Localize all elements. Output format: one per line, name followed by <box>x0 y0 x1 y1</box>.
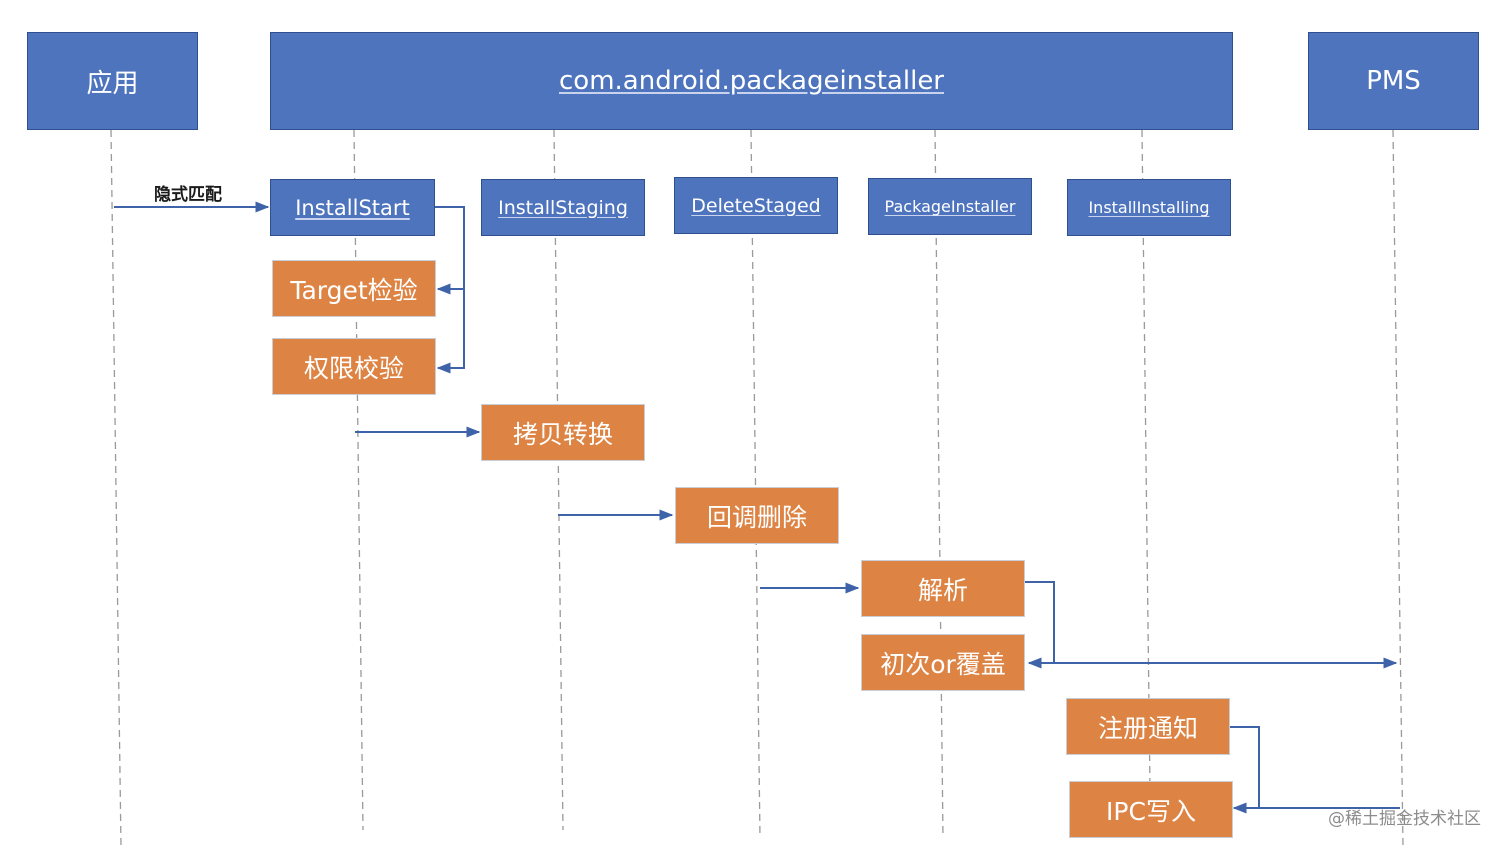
actor-pms-label: PMS <box>1366 66 1421 96</box>
component-install-start: InstallStart <box>270 179 435 236</box>
lifeline-install-staging <box>553 129 564 831</box>
step-register-notify: 注册通知 <box>1066 698 1230 755</box>
lifeline-app <box>110 129 122 847</box>
step-ipc-write-label: IPC写入 <box>1106 796 1196 826</box>
lifeline-install-installing <box>1141 129 1151 791</box>
step-permission-check-label: 权限校验 <box>303 353 404 383</box>
lifeline-pms <box>1392 129 1404 847</box>
step-callback-delete-label: 回调删除 <box>706 502 807 532</box>
component-install-start-label: InstallStart <box>295 195 410 220</box>
step-first-or-overwrite: 初次or覆盖 <box>861 634 1025 691</box>
arrow-to-first-or-overwrite <box>1025 581 1055 669</box>
arrow-to-permission-check <box>436 289 465 374</box>
arrow-to-target-check <box>435 206 465 295</box>
step-parse-label: 解析 <box>917 575 968 605</box>
component-install-installing: InstallInstalling <box>1067 179 1231 236</box>
component-delete-staged: DeleteStaged <box>674 177 838 234</box>
step-target-check-label: Target检验 <box>290 275 418 305</box>
arrow-to-ipc-write <box>1230 726 1260 814</box>
step-copy-convert: 拷贝转换 <box>481 404 645 461</box>
step-target-check: Target检验 <box>272 260 436 317</box>
message-implicit-match: 隐式匹配 <box>154 185 222 205</box>
component-package-installer: PackageInstaller <box>868 178 1032 235</box>
component-delete-staged-label: DeleteStaged <box>691 194 821 217</box>
step-callback-delete: 回调删除 <box>675 487 839 544</box>
component-package-installer-label: PackageInstaller <box>884 197 1016 216</box>
component-install-staging-label: InstallStaging <box>498 196 628 219</box>
watermark-text: @稀土掘金技术社区 <box>1328 809 1481 829</box>
actor-app: 应用 <box>27 32 198 130</box>
step-first-or-overwrite-label: 初次or覆盖 <box>880 649 1006 679</box>
step-register-notify-label: 注册通知 <box>1097 713 1198 743</box>
step-permission-check: 权限校验 <box>272 338 436 395</box>
lifeline-install-start <box>353 129 364 831</box>
step-copy-convert-label: 拷贝转换 <box>512 419 613 449</box>
actor-app-label: 应用 <box>86 68 139 99</box>
step-ipc-write: IPC写入 <box>1069 781 1233 838</box>
step-parse: 解析 <box>861 560 1025 617</box>
component-install-installing-label: InstallInstalling <box>1088 198 1210 217</box>
lifeline-package-installer <box>934 129 944 839</box>
actor-package-installer-label: com.android.packageinstaller <box>559 66 944 96</box>
actor-pms: PMS <box>1308 32 1479 130</box>
lifeline-delete-staged <box>750 129 761 839</box>
actor-package-installer: com.android.packageinstaller <box>270 32 1233 130</box>
component-install-staging: InstallStaging <box>481 179 645 236</box>
